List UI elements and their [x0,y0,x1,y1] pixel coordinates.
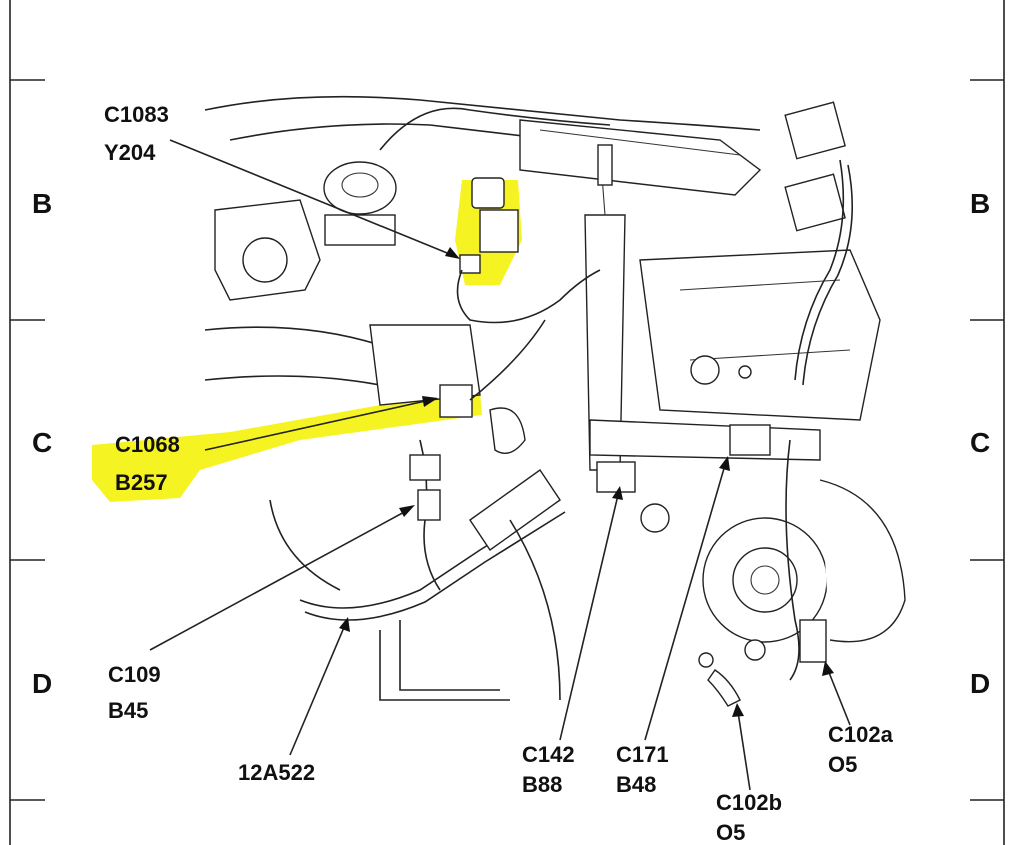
valve-cover-rib [679,279,841,291]
callout-c1083-location: Y204 [104,140,156,165]
leader-lines [149,139,851,791]
engine-outline [269,499,341,591]
c171-connector [729,424,771,456]
c1068-connector [439,384,473,418]
callout-c102b-code: C102b [716,790,782,815]
callout-c1083-code: C1083 [104,102,169,127]
callout-c171-location: B48 [616,772,656,797]
callout-c109-location: B45 [108,698,148,723]
engine-outline [509,519,561,701]
leader-c102b [737,711,751,791]
c1083-sensor-base [479,209,519,253]
arrow-c171 [719,456,730,471]
c1083-wire [456,269,601,324]
pulley-small [640,503,670,533]
leader-c142 [559,494,619,741]
alternator-hub [750,565,780,595]
zone-letter-right-c: C [970,427,990,458]
throttle-body [323,161,397,215]
zone-letter-right-d: D [970,668,990,699]
bracket-part [489,407,526,454]
zone-letter-left-b: B [32,188,52,219]
nut [698,652,714,668]
arrow-c109 [399,505,415,517]
callout-labels: C1083 Y204 C1068 B257 C109 B45 12A522 C1… [104,102,894,845]
c1083-connector [459,254,481,274]
air-tube [204,326,471,361]
zone-letter-left-c: C [32,427,52,458]
callout-c109-code: C109 [108,662,161,687]
callout-c171-code: C171 [616,742,669,767]
leader-c102a [827,669,851,726]
arrow-c142 [612,486,623,500]
connector-block [409,454,441,481]
harness-clip [469,469,561,551]
intake-plenum [519,119,762,196]
arrow-c102b [732,703,744,717]
engine-outline [399,620,500,691]
leader-c1068 [204,399,431,451]
c109-connector [417,489,441,521]
zone-letter-right-b: B [970,188,990,219]
leader-c171 [644,464,726,741]
arrow-c102a [822,661,834,676]
callout-12a522-code: 12A522 [238,760,315,785]
alternator-stud [744,639,766,661]
alternator-rear [819,479,906,643]
callout-c142-code: C142 [522,742,575,767]
arrow-12a522 [339,617,350,632]
sensor-round [242,237,288,283]
bolt [690,355,720,385]
bracket-rod-end [597,144,613,186]
c142-connector [596,461,636,493]
leader-12a522 [289,624,346,756]
engine-drawing [204,95,906,707]
throttle-housing [324,214,396,246]
throttle-body-inner [341,172,379,198]
harness-bracket-horizontal [589,419,821,461]
c1083-sensor-body [471,177,505,209]
c1068-wire [469,319,546,401]
c102a-connector [799,619,827,663]
callout-c102b-location: O5 [716,820,745,845]
air-tube [204,375,441,396]
harness-wire [802,164,854,386]
callout-c102a-code: C102a [828,722,894,747]
harness-wire [794,159,845,381]
leader-c1083 [169,139,453,256]
callout-c1068-location: B257 [115,470,168,495]
arrow-c1083 [445,247,460,259]
engine-outline [204,95,761,131]
valve-cover [639,249,881,421]
callout-c1068-code: C1068 [115,432,180,457]
alternator-pulley [732,547,798,613]
bolt [738,365,752,379]
valve-cover-rib [689,349,851,361]
arrow-c1068 [422,396,438,407]
callout-c142-location: B88 [522,772,562,797]
main-harness [299,499,561,609]
engine-outline [229,123,601,146]
leader-c109 [149,509,409,651]
page-frame [9,0,1005,845]
relay-connector [784,173,846,232]
callout-c102a-location: O5 [828,752,857,777]
alternator-wire [785,439,800,681]
engine-outline [379,107,611,151]
main-harness [304,511,566,621]
engine-outline [379,630,510,701]
highlight-c1068-wire [92,392,482,502]
zone-letter-left-d: D [32,668,52,699]
c102b-terminal [707,669,741,707]
engine-outline [539,129,741,156]
relay-connector [784,101,846,160]
